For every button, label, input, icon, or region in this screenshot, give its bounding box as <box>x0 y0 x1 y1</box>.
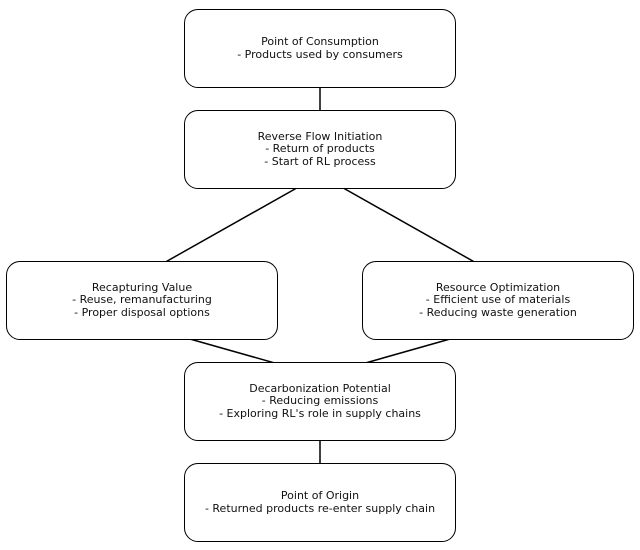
node-title: Decarbonization Potential <box>249 381 391 395</box>
node-detail: - Return of products <box>265 142 375 156</box>
node-detail: - Returned products re-enter supply chai… <box>204 501 436 515</box>
node-title: Reverse Flow Initiation <box>257 129 383 143</box>
node-detail: - Exploring RL's role in supply chains <box>219 406 421 420</box>
node-resource-optimization: Resource Optimization - Efficient use of… <box>362 261 634 340</box>
node-decarbonization-potential: Decarbonization Potential - Reducing emi… <box>184 362 456 441</box>
node-detail: - Efficient use of materials <box>425 293 571 307</box>
node-detail: - Reuse, remanufacturing <box>72 293 212 307</box>
node-recapturing-value: Recapturing Value - Reuse, remanufacturi… <box>6 261 278 340</box>
node-title: Point of Origin <box>280 489 360 502</box>
node-title: Recapturing Value <box>91 280 193 294</box>
node-point-of-origin: Point of Origin - Returned products re-e… <box>184 463 456 542</box>
edge-reverse-to-value <box>145 175 319 274</box>
node-detail: - Reducing waste generation <box>419 305 577 319</box>
node-detail: - Products used by consumers <box>237 47 403 61</box>
node-title: Resource Optimization <box>435 280 561 294</box>
node-reverse-flow-initiation: Reverse Flow Initiation - Return of prod… <box>184 110 456 189</box>
node-detail: - Proper disposal options <box>74 305 210 319</box>
node-point-of-consumption: Point of Consumption - Products used by … <box>184 9 456 88</box>
node-detail: - Start of RL process <box>264 154 376 168</box>
node-detail: - Reducing emissions <box>261 394 379 408</box>
node-title: Point of Consumption <box>261 35 379 48</box>
edge-reverse-to-resource <box>321 175 495 274</box>
